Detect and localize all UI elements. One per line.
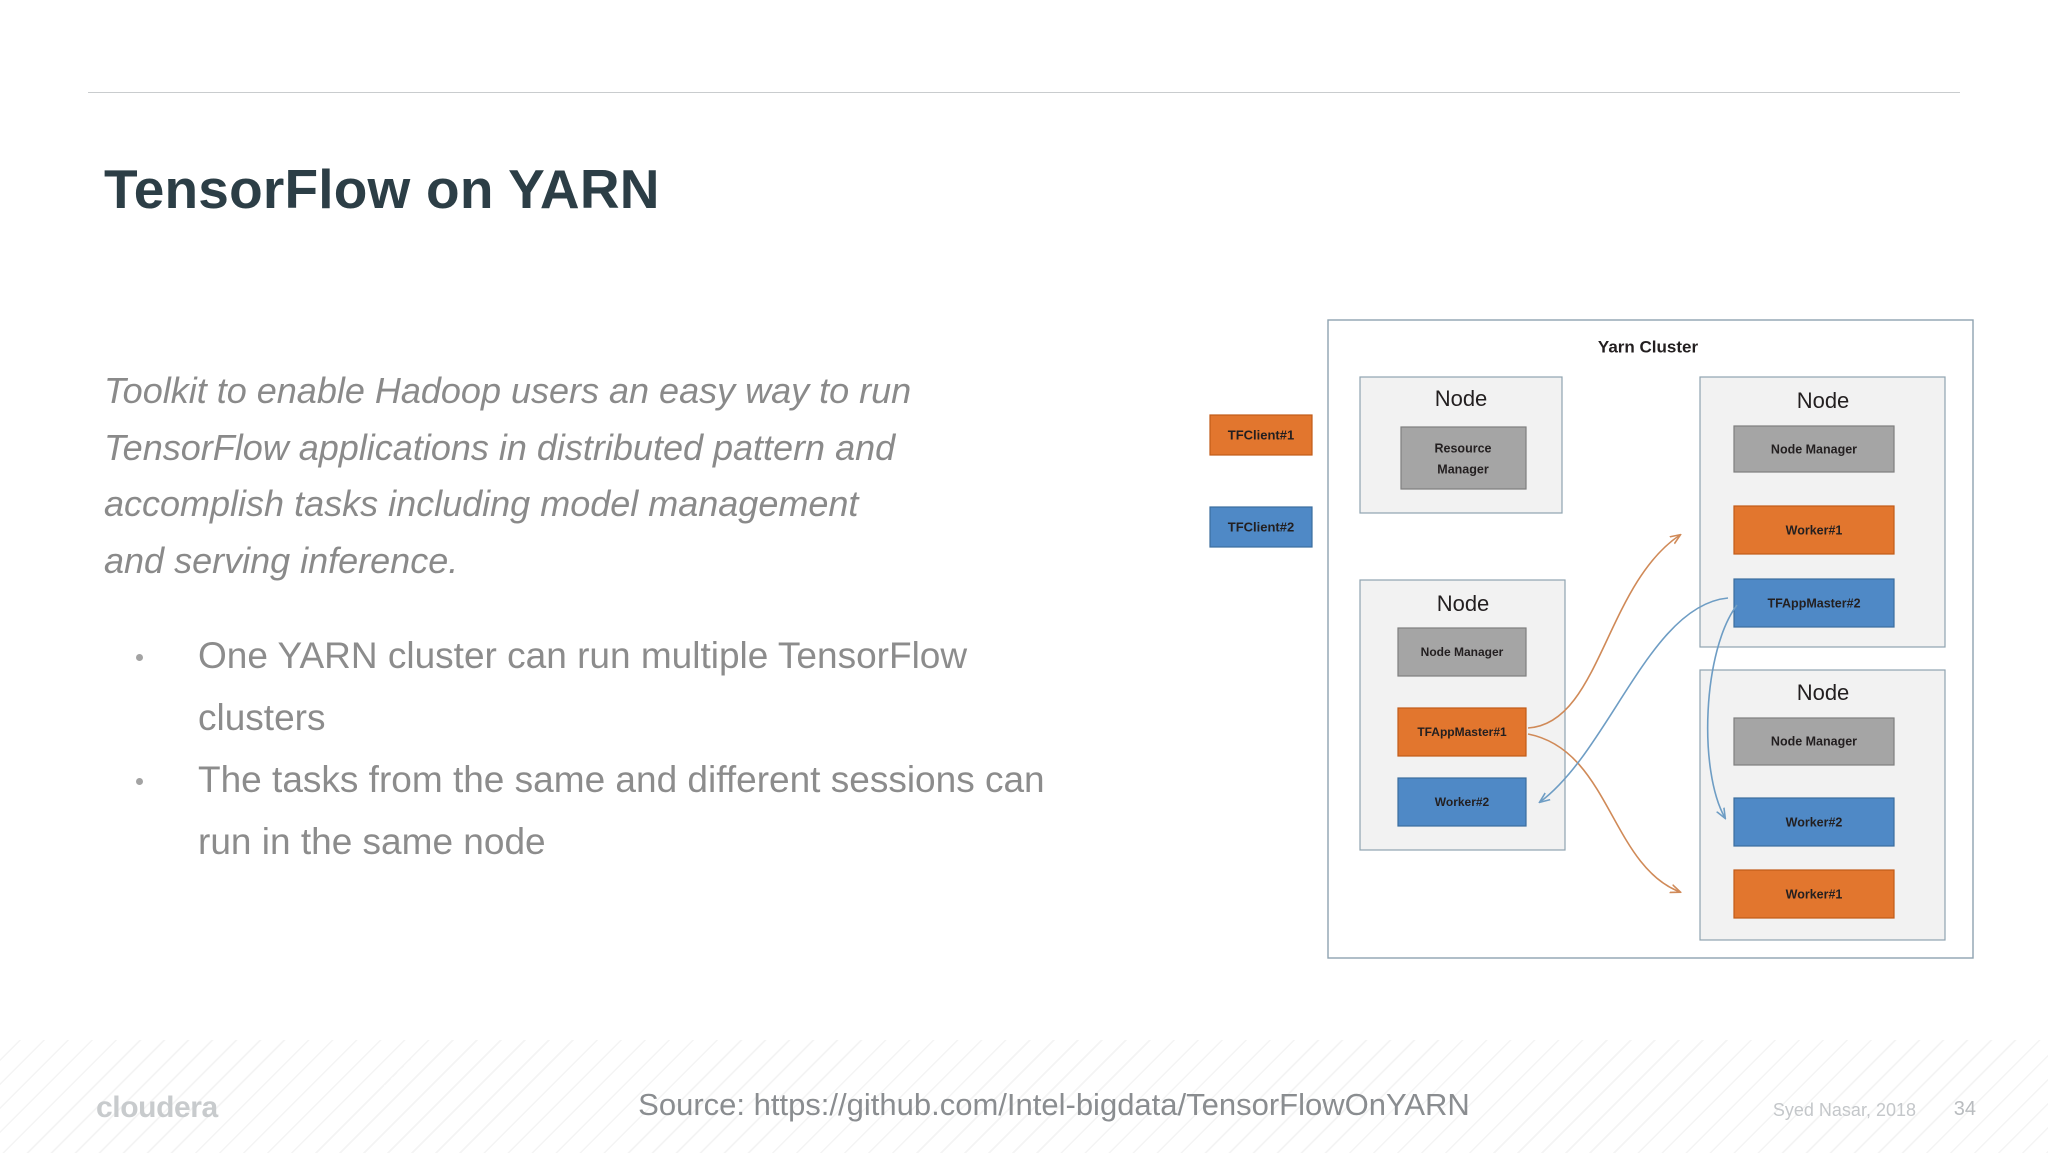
intro-paragraph: Toolkit to enable Hadoop users an easy w… <box>104 370 912 581</box>
node-bottom-right: Node Node Manager Worker#2 Worker#1 <box>1699 669 1946 941</box>
resource-manager-label-line2: Manager <box>1437 462 1489 476</box>
worker-label: Worker#1 <box>1786 523 1843 537</box>
worker-label: Worker#2 <box>1435 795 1490 809</box>
resource-manager-label-line1: Resource <box>1435 441 1492 455</box>
client-tfclient2: TFClient#2 <box>1209 506 1313 548</box>
footer-band <box>0 1040 2048 1153</box>
connector-appmaster1-to-worker1-top <box>1527 535 1680 729</box>
node-title: Node <box>1435 386 1488 411</box>
list-item: One YARN cluster can run multiple Tensor… <box>122 625 1052 749</box>
page-number: 34 <box>1953 1098 1976 1120</box>
author-credit: Syed Nasar, 2018 <box>1772 1100 1916 1120</box>
cluster-title: Yarn Cluster <box>1598 337 1699 356</box>
source-link[interactable]: Source: https://github.com/Intel-bigdata… <box>638 1087 1470 1122</box>
worker-label: Worker#2 <box>1786 815 1843 829</box>
node-title: Node <box>1437 591 1490 616</box>
list-item: The tasks from the same and different se… <box>122 749 1052 873</box>
tfappmaster-label: TFAppMaster#2 <box>1767 596 1860 610</box>
node-middle-left: Node Node Manager TFAppMaster#1 Worker#2 <box>1359 579 1566 851</box>
cloudera-logo: cloudera <box>96 1091 218 1124</box>
node-manager-label: Node Manager <box>1771 734 1857 748</box>
page-title: TensorFlow on YARN <box>104 157 660 220</box>
node-title: Node <box>1797 388 1850 413</box>
connector-appmaster1-to-worker1-bottom <box>1527 733 1680 892</box>
connector-appmaster2-to-worker2-bottom <box>1706 604 1738 818</box>
client-label: TFClient#1 <box>1228 427 1294 442</box>
node-resource-manager: Node Resource Manager <box>1359 376 1563 514</box>
node-top-right: Node Node Manager Worker#1 TFAppMaster#2 <box>1699 376 1946 648</box>
header-divider <box>88 92 1960 93</box>
bullet-list: One YARN cluster can run multiple Tensor… <box>122 625 1052 873</box>
node-title: Node <box>1797 680 1850 705</box>
yarn-architecture-diagram: TFClient#1 TFClient#2 Yarn Cluster Node … <box>1209 319 2000 990</box>
node-manager-label: Node Manager <box>1771 442 1857 456</box>
connector-appmaster2-to-worker2-left <box>1540 597 1729 802</box>
node-manager-label: Node Manager <box>1421 645 1504 659</box>
tfappmaster-label: TFAppMaster#1 <box>1417 725 1507 739</box>
client-label: TFClient#2 <box>1228 519 1294 534</box>
worker-label: Worker#1 <box>1786 887 1843 901</box>
connector-group <box>1527 535 1738 892</box>
client-tfclient1: TFClient#1 <box>1209 414 1313 456</box>
